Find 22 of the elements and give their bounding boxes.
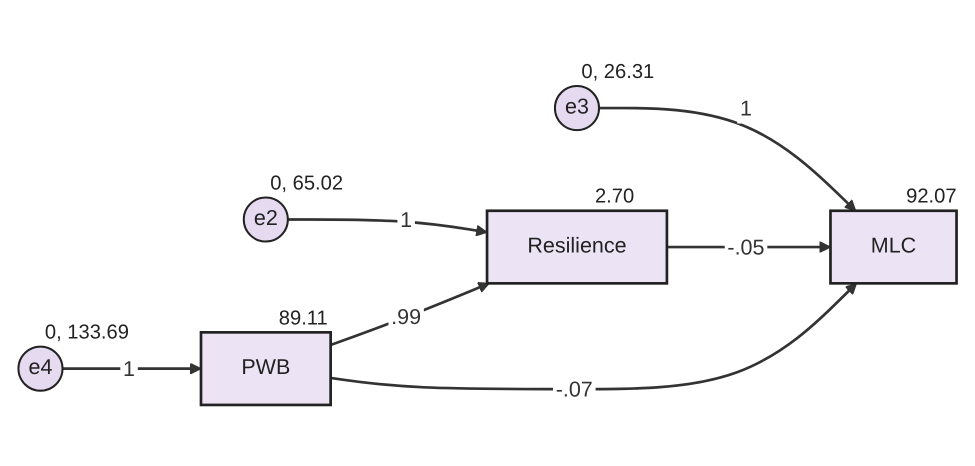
node-circle: e3 <box>554 85 600 132</box>
estimate-label: 89.11 <box>278 307 328 330</box>
estimate-label: 0, 26.31 <box>581 60 654 83</box>
estimate-label: 2.70 <box>594 186 634 208</box>
node-box: MLC <box>829 209 958 285</box>
edge-label: 1 <box>740 96 752 120</box>
node-box: Resilience <box>486 209 668 285</box>
estimate-label: 0, 65.02 <box>270 172 344 194</box>
estimate-label: 0, 133.69 <box>44 322 129 344</box>
arrow <box>599 106 856 212</box>
arrow <box>330 282 858 390</box>
arrow <box>330 282 490 346</box>
arrow <box>288 218 488 236</box>
edge-label: -.07 <box>556 378 593 402</box>
edge-label: .99 <box>391 304 422 329</box>
edge-label: 1 <box>400 208 412 232</box>
edge-label: -.05 <box>727 235 764 260</box>
edge-label: 1 <box>123 357 135 382</box>
estimate-label: 92.07 <box>906 186 957 208</box>
node-circle: e4 <box>17 346 64 392</box>
node-circle: e2 <box>242 196 289 243</box>
node-box: PWB <box>200 331 332 406</box>
